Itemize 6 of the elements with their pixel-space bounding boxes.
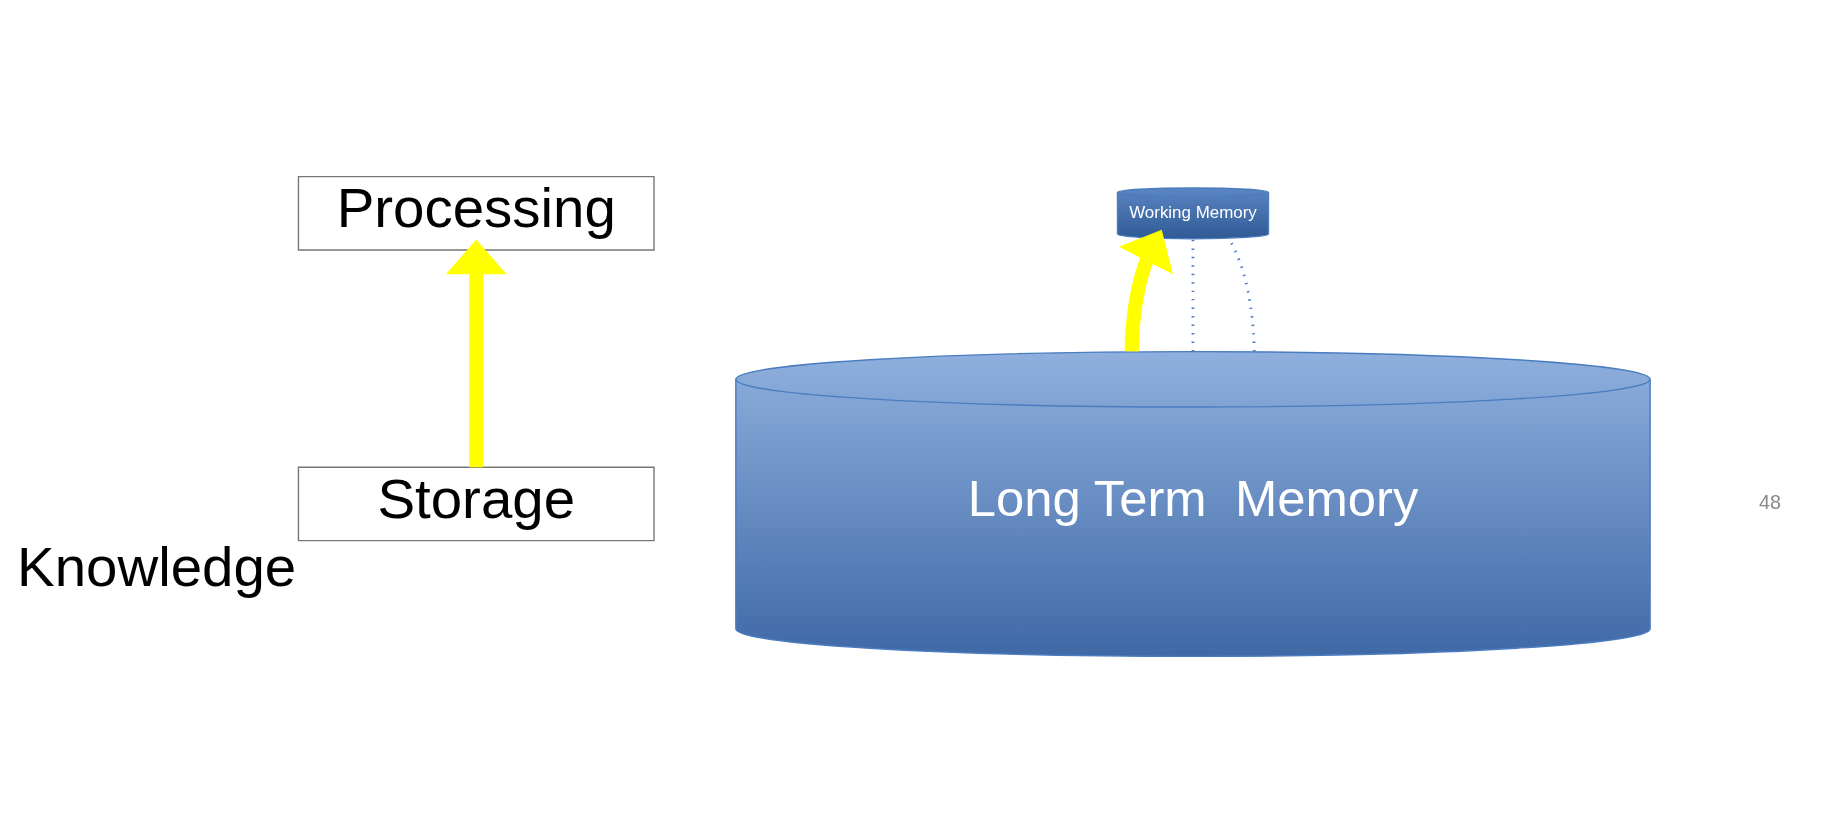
node-label: Knowledge: [17, 534, 297, 598]
label: 48: [1759, 491, 1782, 514]
node-box: Storage: [297, 466, 655, 542]
node-box: Processing: [297, 175, 655, 251]
arrow: [445, 239, 507, 468]
arrow: [1118, 229, 1173, 352]
